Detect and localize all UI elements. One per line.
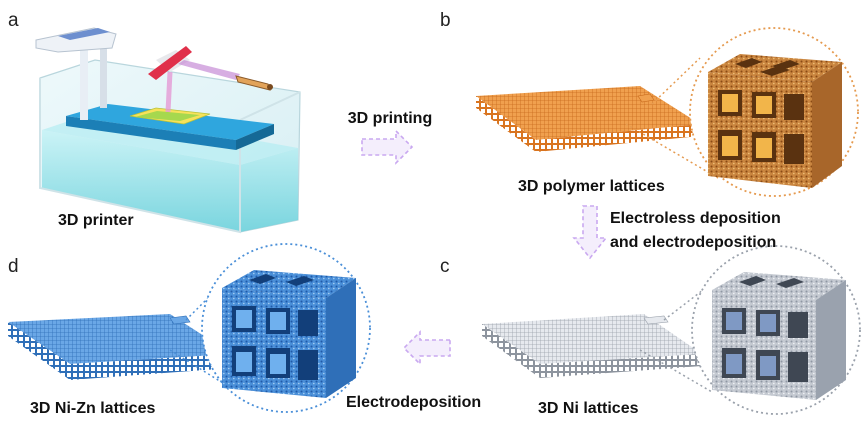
arrow-deposition (572, 205, 608, 260)
polymer-unit-cell (708, 54, 842, 188)
step-3d-printing: 3D printing (347, 110, 433, 127)
caption-ni-lattices: 3D Ni lattices (538, 400, 639, 417)
caption-nizn-lattices: 3D Ni-Zn lattices (30, 400, 156, 417)
caption-polymer-lattices: 3D polymer lattices (518, 178, 665, 195)
caption-printer: 3D printer (58, 212, 134, 229)
panel-label-c: c (440, 256, 450, 277)
arrow-electrodeposition (402, 330, 451, 366)
ni-unit-cell (712, 272, 846, 400)
step-deposition-line1: Electroless deposition (610, 210, 781, 227)
ni-lattice-sheet (482, 314, 702, 378)
printer-illustration (35, 27, 301, 234)
nizn-unit-cell (222, 270, 356, 398)
zoom-line (663, 279, 717, 321)
panel-label-a: a (8, 10, 19, 31)
panel-label-b: b (440, 10, 451, 31)
panel-label-d: d (8, 256, 19, 277)
zoom-line (639, 349, 713, 393)
zoom-line (651, 57, 701, 105)
polymer-lattice-sheet (476, 86, 700, 152)
arrow-3d-printing (361, 129, 414, 165)
nizn-lattice-sheet (8, 314, 232, 380)
step-deposition-line2: and electrodeposition (610, 234, 777, 251)
step-electrodeposition: Electrodeposition (346, 394, 482, 411)
